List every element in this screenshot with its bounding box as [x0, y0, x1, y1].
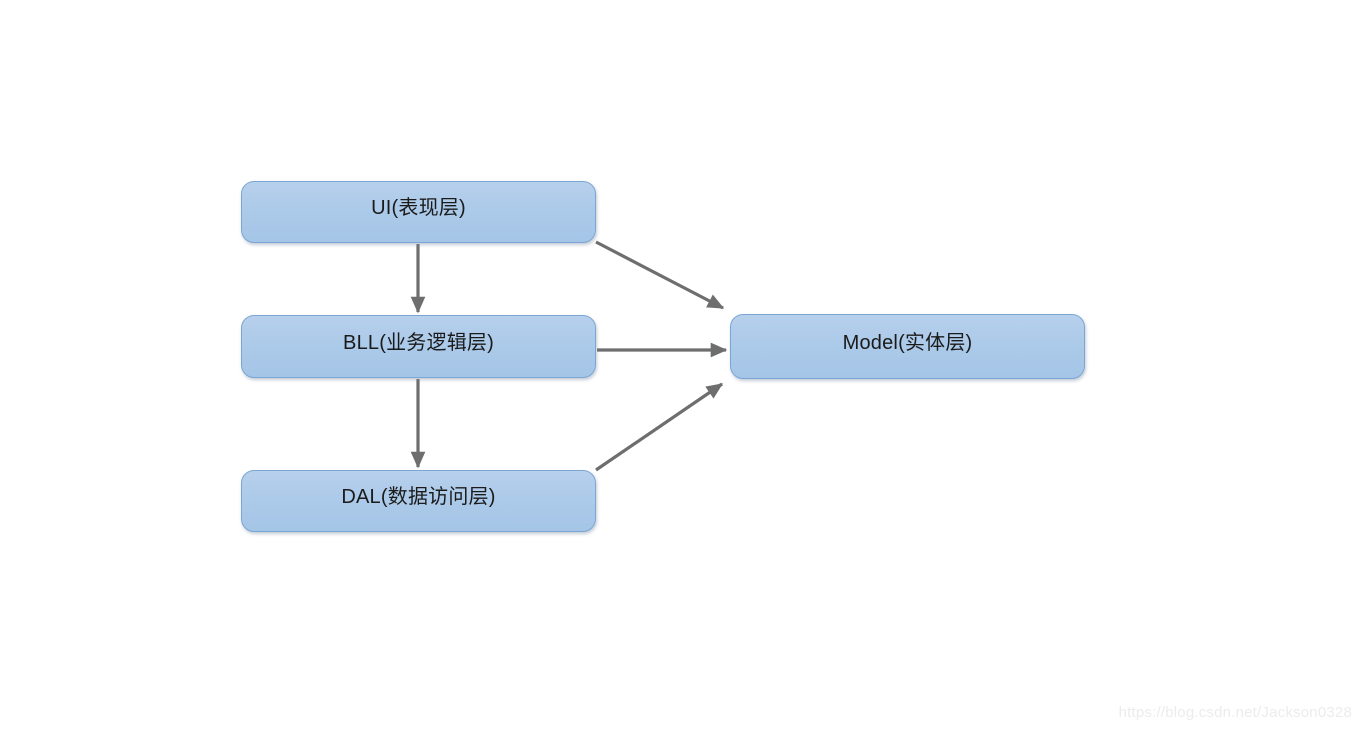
node-ui-label: UI(表现层): [371, 197, 466, 219]
connector-dal-to-model: [595, 382, 724, 472]
node-model-label: Model(实体层): [842, 331, 973, 354]
node-bll[interactable]: BLL(业务逻辑层): [241, 315, 596, 378]
node-ui[interactable]: UI(表现层): [241, 181, 596, 243]
connector-ui-to-model: [595, 240, 725, 310]
node-model[interactable]: Model(实体层): [730, 314, 1085, 379]
watermark-text: https://blog.csdn.net/Jackson0328: [1118, 704, 1352, 721]
node-dal-label: DAL(数据访问层): [341, 486, 496, 508]
node-bll-label: BLL(业务逻辑层): [343, 331, 494, 354]
node-dal[interactable]: DAL(数据访问层): [241, 470, 596, 532]
